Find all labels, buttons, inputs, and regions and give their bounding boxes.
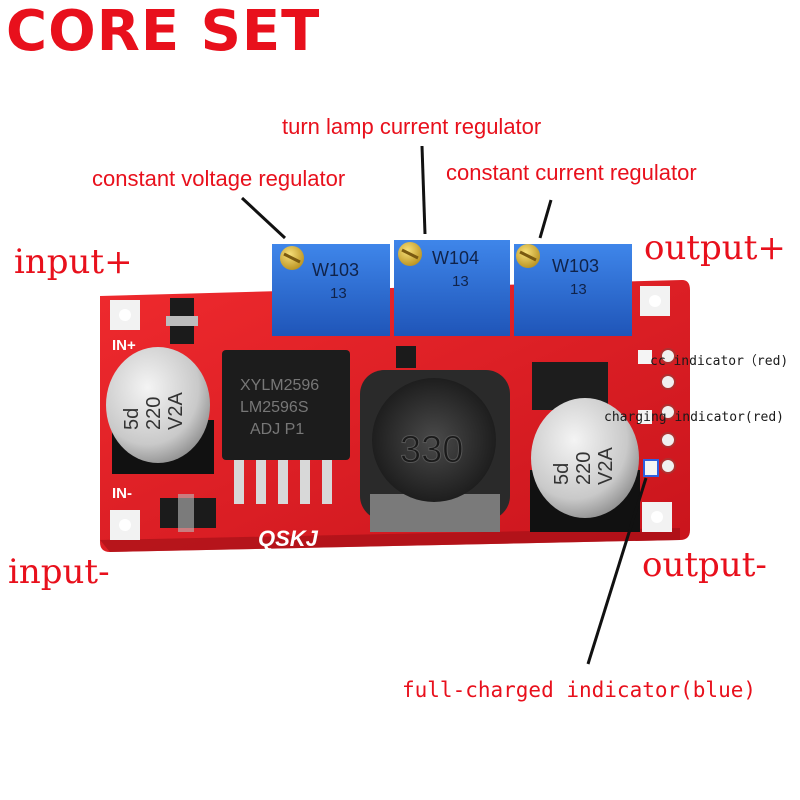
svg-text:W104: W104: [432, 248, 479, 268]
pot-right: W103 13: [514, 244, 632, 336]
pointer-turn-lamp: [420, 145, 427, 235]
regulator-chip: [222, 350, 350, 460]
label-constant-voltage-regulator: constant voltage regulator: [92, 166, 346, 191]
brand-title: CORE SET: [6, 0, 321, 64]
label-input-plus: input+: [14, 242, 133, 282]
svg-text:220: 220: [573, 452, 595, 485]
capacitor-left: [106, 347, 210, 463]
svg-text:5d: 5d: [121, 408, 143, 430]
led-charging: [638, 410, 652, 424]
inductor: [372, 378, 496, 502]
pot-left: W103 13: [272, 244, 390, 336]
pointer-full-charged: [586, 477, 648, 665]
svg-text:LM2596S: LM2596S: [240, 399, 309, 416]
svg-text:13: 13: [330, 285, 347, 302]
label-output-plus: output+: [644, 228, 786, 268]
svg-text:W103: W103: [552, 256, 599, 276]
label-charging-indicator: charging indicator(red): [604, 410, 785, 425]
pointer-constant-current: [538, 199, 553, 239]
pointer-constant-voltage: [240, 196, 287, 240]
silk-in-minus: IN-: [112, 485, 132, 502]
capacitor-right: [531, 398, 639, 518]
label-output-minus: output-: [642, 545, 767, 585]
svg-text:W103: W103: [312, 260, 359, 280]
led-full-charged: [643, 459, 659, 477]
pot-middle: W104 13: [394, 240, 510, 336]
label-turn-lamp-regulator: turn lamp current regulator: [282, 114, 542, 139]
svg-text:V2A: V2A: [165, 392, 187, 430]
silk-in-plus: IN+: [112, 337, 136, 354]
svg-text:XYLM2596: XYLM2596: [240, 377, 319, 394]
svg-text:5d: 5d: [551, 463, 573, 485]
svg-text:220: 220: [143, 397, 165, 430]
silk-brand-mark: QSKJ: [258, 526, 319, 551]
svg-text:V2A: V2A: [595, 447, 617, 485]
svg-text:13: 13: [452, 273, 469, 290]
led-cc: [638, 350, 652, 364]
svg-text:13: 13: [570, 281, 587, 298]
label-input-minus: input-: [8, 552, 110, 592]
svg-text:330: 330: [400, 429, 463, 471]
svg-text:ADJ P1: ADJ P1: [250, 421, 304, 438]
label-full-charged-indicator: full-charged indicator(blue): [402, 678, 757, 702]
label-constant-current-regulator: constant current regulator: [446, 160, 697, 185]
label-cc-indicator: cc indicator（red): [650, 354, 789, 369]
